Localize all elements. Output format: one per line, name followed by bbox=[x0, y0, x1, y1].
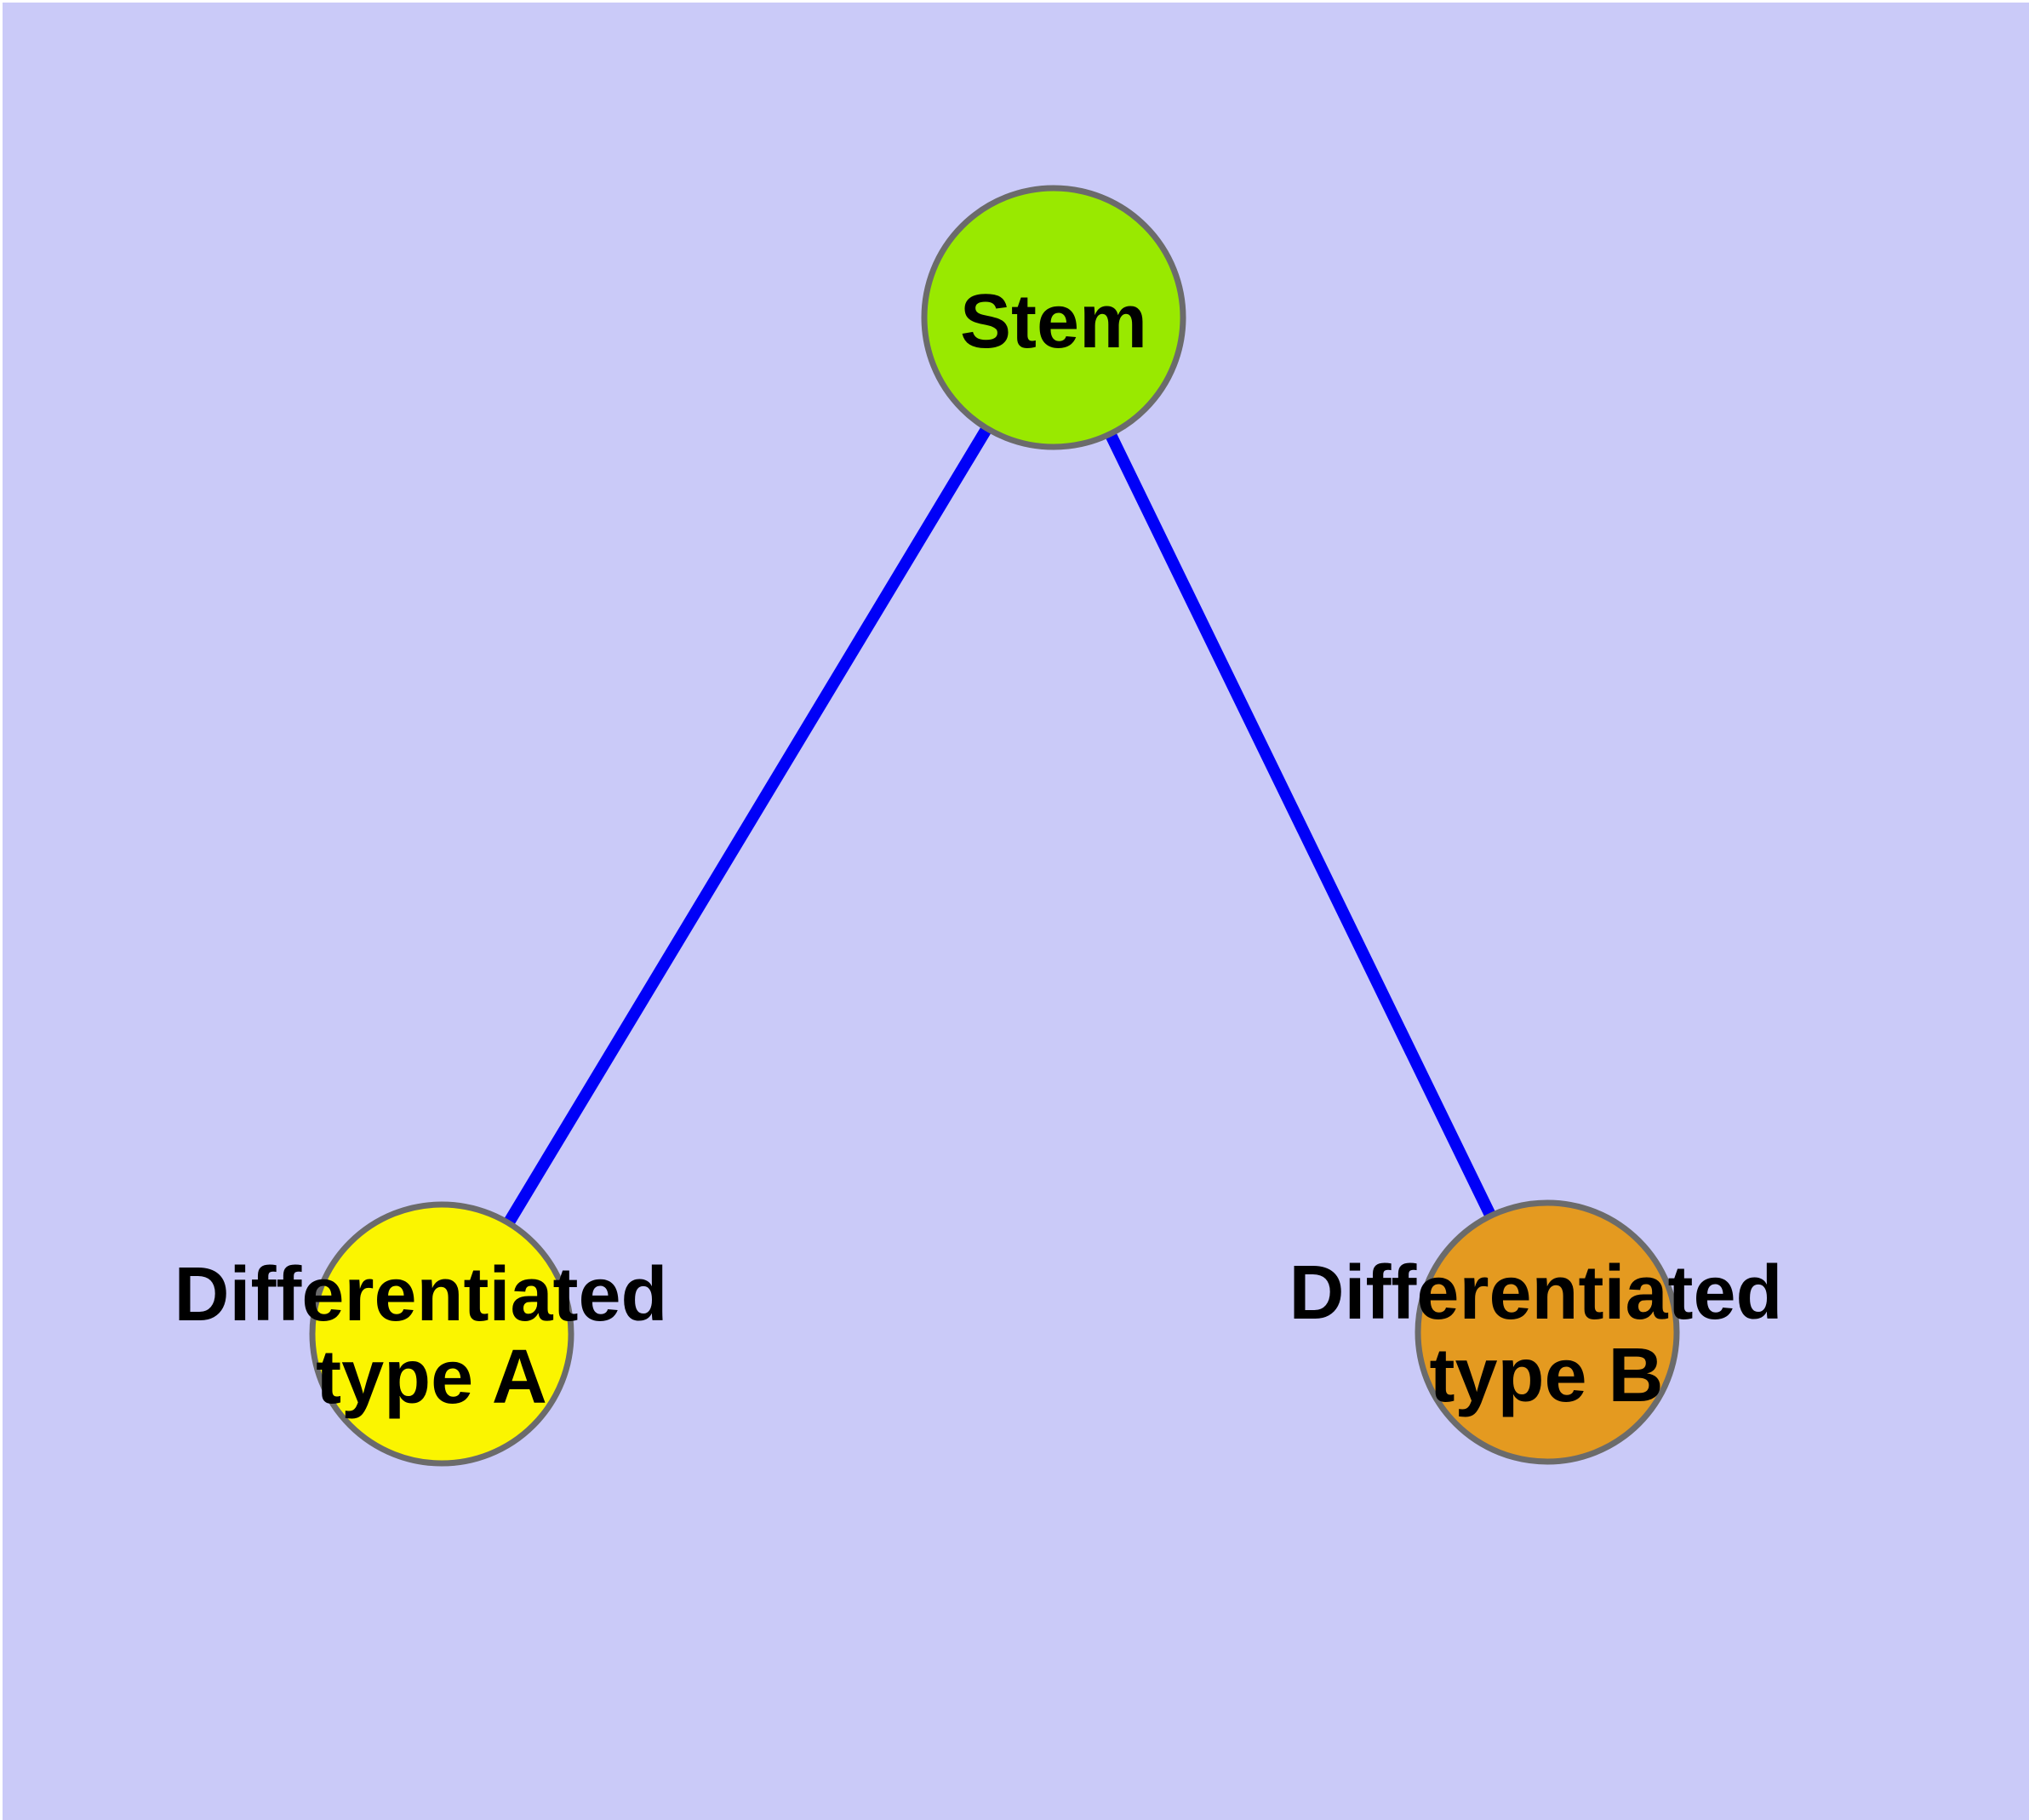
node-label-differentiated-type-a: Differentiated type A bbox=[174, 1252, 689, 1420]
edge-stem-to-type-a bbox=[437, 314, 1059, 1337]
node-stem bbox=[921, 185, 1186, 450]
node-differentiated-type-a bbox=[309, 1201, 574, 1467]
node-label-differentiated-type-b: Differentiated type B bbox=[1289, 1251, 1803, 1418]
edge-stem-to-type-b bbox=[1048, 314, 1553, 1336]
node-differentiated-type-b bbox=[1415, 1199, 1680, 1465]
node-label-stem: Stem bbox=[960, 279, 1147, 364]
